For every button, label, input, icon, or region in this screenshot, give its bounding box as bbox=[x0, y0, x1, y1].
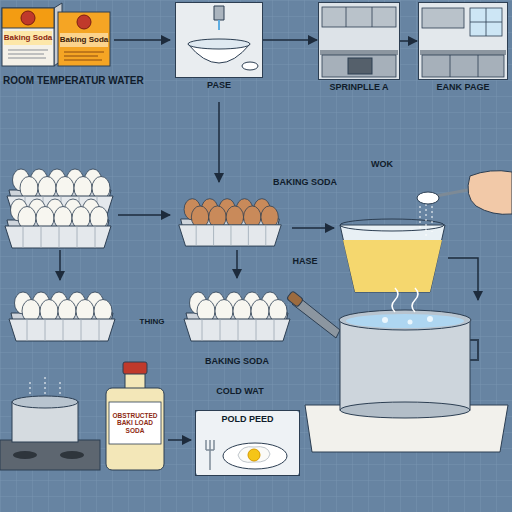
step-label: HASE bbox=[292, 257, 317, 267]
step-label: THING bbox=[140, 318, 165, 327]
kitchen-panel bbox=[318, 2, 400, 80]
flow-arrow bbox=[60, 40, 478, 440]
baking-soda-box bbox=[58, 12, 110, 66]
flow-connector bbox=[263, 39, 317, 41]
egg-tray bbox=[9, 292, 115, 341]
bottle-label: OBSTRUCTED BAKI LOAD SODA bbox=[110, 412, 160, 433]
box-label: Baking Soda bbox=[4, 34, 52, 43]
step-label: WOK bbox=[371, 160, 393, 170]
result-box: POLD PEED bbox=[195, 410, 300, 476]
panel-caption: EANK PAGE bbox=[437, 82, 490, 92]
flow-connector bbox=[400, 40, 417, 42]
egg-tray bbox=[5, 199, 111, 248]
step-label: COLD WAT bbox=[216, 387, 263, 397]
step-label: BAKING SODA bbox=[205, 357, 269, 367]
cooking-pot bbox=[286, 288, 508, 452]
bowl-panel bbox=[175, 2, 263, 78]
plate bbox=[195, 410, 300, 476]
panel-caption: PASE bbox=[207, 80, 231, 90]
step-label: ROOM TEMPERATUR WATER bbox=[3, 75, 144, 86]
baking-soda-box bbox=[2, 3, 62, 66]
step-label: BAKING SODA bbox=[273, 178, 337, 188]
box-title: POLD PEED bbox=[196, 411, 299, 424]
stove-pot bbox=[0, 376, 100, 470]
step-panel: PASE bbox=[175, 2, 263, 78]
box-label: Baking Soda bbox=[60, 36, 108, 45]
kitchen-panel bbox=[418, 2, 508, 80]
panel-caption: SPRINPLLE A bbox=[329, 82, 388, 92]
step-panel: EANK PAGE bbox=[418, 2, 508, 80]
bottle bbox=[106, 362, 164, 470]
egg-tray bbox=[179, 199, 281, 246]
step-panel: SPRINPLLE A bbox=[318, 2, 400, 80]
egg-tray bbox=[184, 292, 290, 341]
spoon-hand bbox=[417, 171, 512, 215]
water-bowl bbox=[340, 204, 445, 292]
